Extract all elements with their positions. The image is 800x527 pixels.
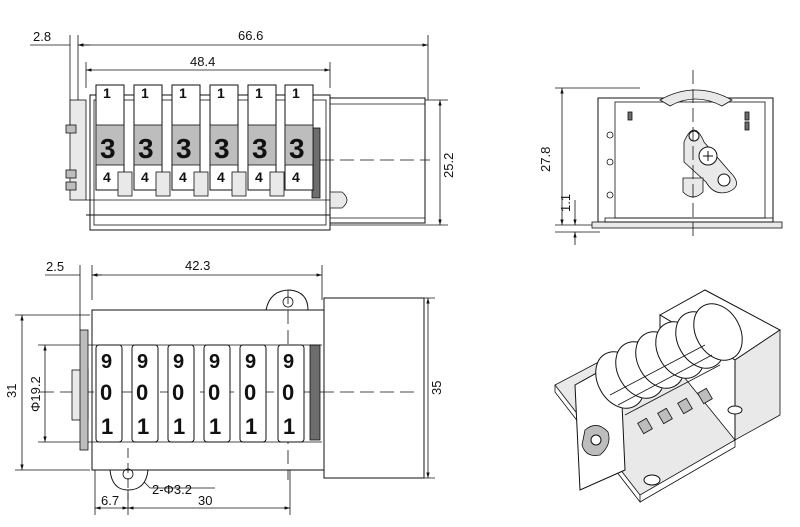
- digit: 1: [179, 85, 187, 101]
- digit: 4: [255, 169, 263, 185]
- top-wheel-5: 9 0 1: [239, 344, 267, 443]
- digit: 1: [217, 85, 225, 101]
- dim-top-wheel-diameter: Φ19.2: [28, 376, 43, 412]
- dim-side-height: 27.8: [538, 147, 553, 172]
- digit: 3: [289, 133, 305, 164]
- digit: 9: [173, 351, 184, 373]
- digit: 1: [283, 414, 295, 439]
- front-wheel-3: 1 3 4: [171, 84, 201, 191]
- top-wheel-2: 9 0 1: [131, 344, 159, 443]
- side-view: 27.8 1.1: [538, 70, 783, 245]
- digit: 3: [214, 133, 230, 164]
- front-view: 2.8 66.6 48.4 25.2: [30, 28, 456, 231]
- dim-top-height: 31: [4, 384, 19, 398]
- top-wheel-6: 9 0 1: [277, 344, 305, 443]
- digit: 3: [138, 133, 154, 164]
- digit: 1: [103, 85, 111, 101]
- top-wheel-1: 9 0 1: [95, 344, 123, 443]
- digit: 0: [172, 380, 184, 405]
- dim-top-left-offset: 2.5: [46, 259, 64, 274]
- digit: 0: [100, 380, 112, 405]
- digit: 9: [245, 351, 256, 373]
- digit: 1: [173, 414, 185, 439]
- digit: 9: [209, 351, 220, 373]
- digit: 4: [292, 169, 300, 185]
- digit: 3: [176, 133, 192, 164]
- digit: 0: [244, 380, 256, 405]
- digit: 1: [141, 85, 149, 101]
- dim-top-hole-pitch: 30: [198, 493, 212, 508]
- digit: 9: [283, 351, 294, 373]
- front-wheel-6: 1 3 4: [284, 84, 314, 191]
- digit: 1: [209, 414, 221, 439]
- digit: 4: [103, 169, 111, 185]
- digit: 0: [136, 380, 148, 405]
- dim-front-total-width: 66.6: [238, 28, 263, 43]
- digit: 3: [252, 133, 268, 164]
- dim-top-wheel-width: 42.3: [185, 258, 210, 273]
- digit: 9: [101, 351, 112, 373]
- top-wheels: 9 0 1 9 0 1 9 0 1 9 0 1: [95, 344, 305, 443]
- digit: 1: [255, 85, 263, 101]
- digit: 4: [217, 169, 225, 185]
- digit: 1: [101, 414, 113, 439]
- front-wheel-1: 1 3 4: [95, 84, 125, 191]
- dim-top-hole-offset: 6.7: [101, 493, 119, 508]
- digit: 4: [141, 169, 149, 185]
- dim-top-total-height: 35: [429, 381, 444, 395]
- top-view: 2.5 42.3 31 Φ19.2 35 6.7 30 2-Φ3.2: [4, 258, 444, 515]
- top-wheel-3: 9 0 1: [167, 344, 195, 443]
- digit: 1: [137, 414, 149, 439]
- digit: 9: [137, 351, 148, 373]
- isometric-view: [554, 289, 781, 504]
- digit: 4: [179, 169, 187, 185]
- digit: 1: [245, 414, 257, 439]
- digit: 3: [100, 133, 116, 164]
- dim-side-base: 1.1: [558, 194, 573, 212]
- dim-front-left-offset: 2.8: [33, 29, 51, 44]
- digit: 1: [292, 85, 300, 101]
- digit: 0: [208, 380, 220, 405]
- dim-front-height: 25.2: [441, 153, 456, 178]
- digit: 0: [282, 380, 294, 405]
- top-wheel-4: 9 0 1: [203, 344, 231, 443]
- dim-front-wheel-width: 48.4: [190, 54, 215, 69]
- dim-top-holes: 2-Φ3.2: [152, 482, 192, 497]
